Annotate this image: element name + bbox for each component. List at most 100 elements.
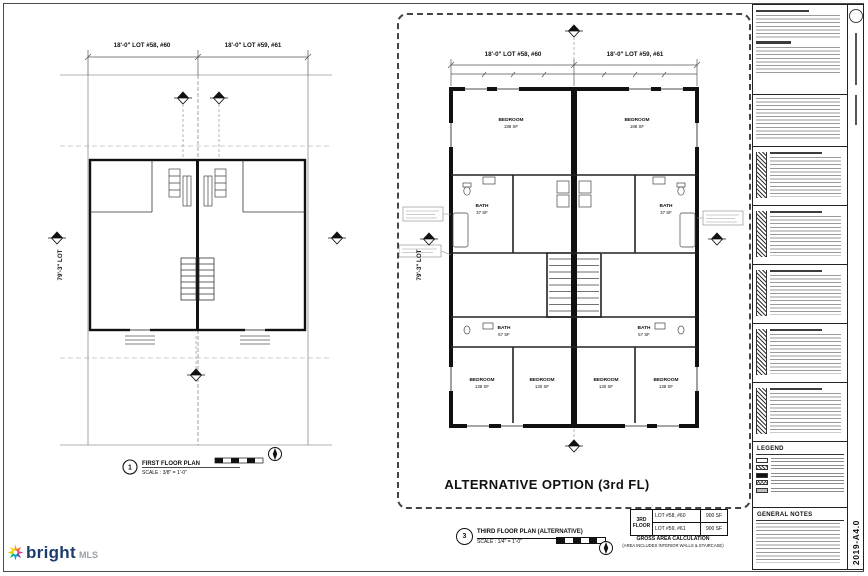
bath-fixtures (452, 176, 696, 335)
firm-name-placeholder (756, 10, 809, 13)
watermark-suffix-text: MLS (78, 550, 98, 560)
plan-title: THIRD FLOOR PLAN (ALTERNATIVE) (477, 529, 583, 539)
legend-text-placeholder (771, 487, 844, 493)
datum-marker (419, 232, 439, 246)
detail-notes-placeholder (770, 216, 842, 257)
porch-steps (125, 335, 270, 345)
room-label: BEDROOM (624, 117, 649, 123)
alternative-option-region: 18'-0" LOT #58, #60 18'-0" LOT #59, #61 (397, 13, 751, 509)
room-label: BATH (498, 325, 512, 331)
interior-partitions (90, 160, 305, 301)
gross-area-caption: GROSS AREA CALCULATION (AREA INCLUDES IN… (608, 536, 738, 548)
legend-text-placeholder (771, 480, 844, 486)
room-area: 138 SF (475, 384, 489, 389)
detail-notes-placeholder (770, 334, 842, 375)
north-arrow-icon (599, 541, 613, 555)
left-plan-dimension-lines (84, 50, 312, 75)
legend-swatch-solid (756, 472, 768, 478)
room-area: 57 SF (638, 332, 650, 337)
wall-section-hatch (756, 388, 767, 434)
legend-row (756, 465, 844, 471)
legend-section: LEGEND (753, 442, 847, 508)
room-label: BEDROOM (653, 377, 678, 383)
datum-marker (564, 24, 584, 38)
datum-marker (186, 368, 206, 382)
room-label: BEDROOM (469, 377, 494, 383)
plan-scale: SCALE : 1/4" = 1'-0" (477, 538, 522, 545)
room-label: BEDROOM (529, 377, 554, 383)
legend-row (756, 472, 844, 478)
datum-marker (209, 91, 229, 105)
plan-scale: SCALE : 3/8" = 1'-0" (142, 470, 187, 476)
detail-title-placeholder (770, 388, 822, 391)
sheet-number: 2019-A4.0 (850, 519, 861, 565)
first-floor-plan-drawing: 18'-0" LOT #58, #60 18'-0" LOT #59, #61 (47, 42, 347, 476)
datum-leaders (182, 104, 220, 369)
legend-swatch-gray (756, 487, 768, 493)
gross-area-table: 3RD FLOOR LOT #58, #60 900 SF LOT #59, #… (630, 509, 728, 536)
room-label: BEDROOM (498, 117, 523, 123)
revision-block (753, 95, 847, 147)
wall-type-detail-1 (753, 147, 847, 206)
room-area: 188 SF (504, 124, 518, 129)
general-notes-title: GENERAL NOTES (756, 511, 844, 521)
first-floor-plan-callout: 1 FIRST FLOOR PLAN SCALE : 3/8" = 1'-0" (122, 459, 240, 476)
titleblock-main-column: LEGEND (753, 5, 848, 569)
datum-marker (327, 231, 347, 245)
alternative-option-caption: ALTERNATIVE OPTION (3rd FL) (444, 477, 649, 492)
kitchen-fixtures (168, 168, 227, 207)
legend-swatch-diagonal-hatch (756, 465, 768, 471)
wall-section-hatch (756, 270, 767, 316)
building-outline (88, 158, 307, 332)
lot-cell: LOT #58, #60 (653, 510, 701, 523)
room-label: BATH (660, 203, 674, 209)
graphic-scale-bar (556, 537, 606, 544)
general-notes-section: GENERAL NOTES (753, 508, 847, 569)
callout-note-boxes (399, 206, 744, 258)
room-area: 188 SF (630, 124, 644, 129)
third-floor-plan-drawing: 18'-0" LOT #58, #60 18'-0" LOT #59, #61 (399, 24, 744, 492)
wall-type-detail-5 (753, 383, 847, 442)
room-label: BATH (638, 325, 652, 331)
graphic-scale-bar (214, 457, 264, 464)
revision-lines-placeholder (756, 98, 841, 140)
detail-title-placeholder (770, 270, 822, 273)
legend-text-placeholder (771, 457, 844, 463)
firm-address-placeholder (756, 15, 841, 40)
detail-title-placeholder (770, 211, 822, 214)
right-plan-dimension-lines (447, 59, 701, 86)
legend-swatch-blank (756, 457, 768, 463)
room-area: 37 SF (476, 210, 488, 215)
detail-title-placeholder (770, 329, 822, 332)
lot-dim-left-label: 18'-0" LOT #58, #60 (114, 42, 171, 49)
datum-marker (707, 232, 727, 246)
lot-dim-right-label: 18'-0" LOT #59, #61 (225, 42, 282, 49)
legend-row (756, 457, 844, 463)
legend-row (756, 480, 844, 486)
wall-type-detail-4 (753, 324, 847, 383)
room-area: 130 SF (599, 384, 613, 389)
vertical-text-placeholder (854, 95, 857, 125)
project-info-placeholder (756, 46, 841, 73)
brightmls-logo-icon (7, 544, 24, 561)
architect-stamp-icon (848, 9, 863, 23)
titleblock-edge-column: 2019-A4.0 (848, 5, 863, 569)
datum-marker (564, 439, 584, 453)
room-labels: BEDROOM 188 SF BEDROOM 188 SF BATH 37 SF… (469, 117, 678, 389)
titleblock: LEGEND (752, 4, 864, 570)
plan-number-marker: 1 (128, 465, 132, 472)
building-shell (449, 87, 699, 428)
lot-depth-dim-label: 79'-3" LOT (416, 249, 423, 280)
area-cell: 900 SF (701, 510, 727, 523)
project-name-placeholder (756, 41, 792, 44)
detail-notes-placeholder (770, 157, 842, 198)
legend-row (756, 487, 844, 493)
wall-section-hatch (756, 329, 767, 375)
interior-walls (451, 174, 697, 426)
windows (448, 86, 700, 429)
area-cell: 900 SF (705, 526, 723, 532)
entry-doors (130, 327, 265, 333)
wall-type-detail-2 (753, 206, 847, 265)
brightmls-watermark: bright MLS (6, 543, 102, 562)
